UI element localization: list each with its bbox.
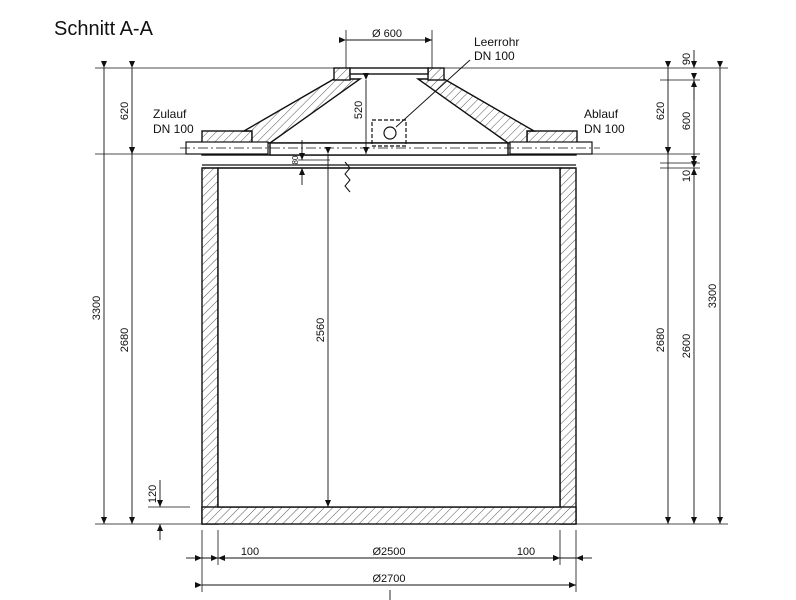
left-wall xyxy=(201,167,219,525)
empty-pipe-box xyxy=(371,119,407,147)
tank-walls xyxy=(201,167,577,525)
label-ablauf: Ablauf xyxy=(584,107,619,121)
dim-right-neck: 600 xyxy=(681,112,693,130)
dim-left-cone: 620 xyxy=(119,102,131,120)
dim-bottom-outer-dia: Ø2700 xyxy=(372,573,405,585)
dim-opening-dia: Ø 600 xyxy=(372,28,402,40)
label-zulauf-dn: DN 100 xyxy=(153,122,194,136)
dim-right-inner: 2600 xyxy=(681,334,693,358)
label-leerrohr-dn: DN 100 xyxy=(474,49,515,63)
dim-left-bottom: 120 xyxy=(147,485,159,503)
dim-right-top: 90 xyxy=(681,53,693,65)
dim-right-cone: 620 xyxy=(655,102,667,120)
label-leerrohr: Leerrohr xyxy=(474,35,519,49)
dim-left-total: 3300 xyxy=(91,296,103,320)
dim-right-gap: 10 xyxy=(681,170,693,182)
pipes xyxy=(180,59,600,193)
dim-cone-height: 520 xyxy=(353,101,365,119)
dim-bottom-inner-dia: Ø2500 xyxy=(372,546,405,558)
label-ablauf-dn: DN 100 xyxy=(584,122,625,136)
dim-left-body: 2680 xyxy=(119,328,131,352)
inner-space xyxy=(217,167,561,508)
right-wall xyxy=(559,167,577,525)
dim-inner-height: 2560 xyxy=(315,318,327,342)
dim-right-body: 2680 xyxy=(655,328,667,352)
floor-slab xyxy=(201,506,577,525)
dim-lid-gap: 80 xyxy=(291,155,300,164)
dim-bottom-wall-right: 100 xyxy=(517,546,535,558)
dim-bottom-wall-left: 100 xyxy=(241,546,259,558)
drawing-title: Schnitt A-A xyxy=(54,18,153,40)
label-zulauf: Zulauf xyxy=(153,107,187,121)
dim-right-total: 3300 xyxy=(707,284,719,308)
dimension-lines xyxy=(101,37,723,600)
cone-cover xyxy=(201,67,578,169)
